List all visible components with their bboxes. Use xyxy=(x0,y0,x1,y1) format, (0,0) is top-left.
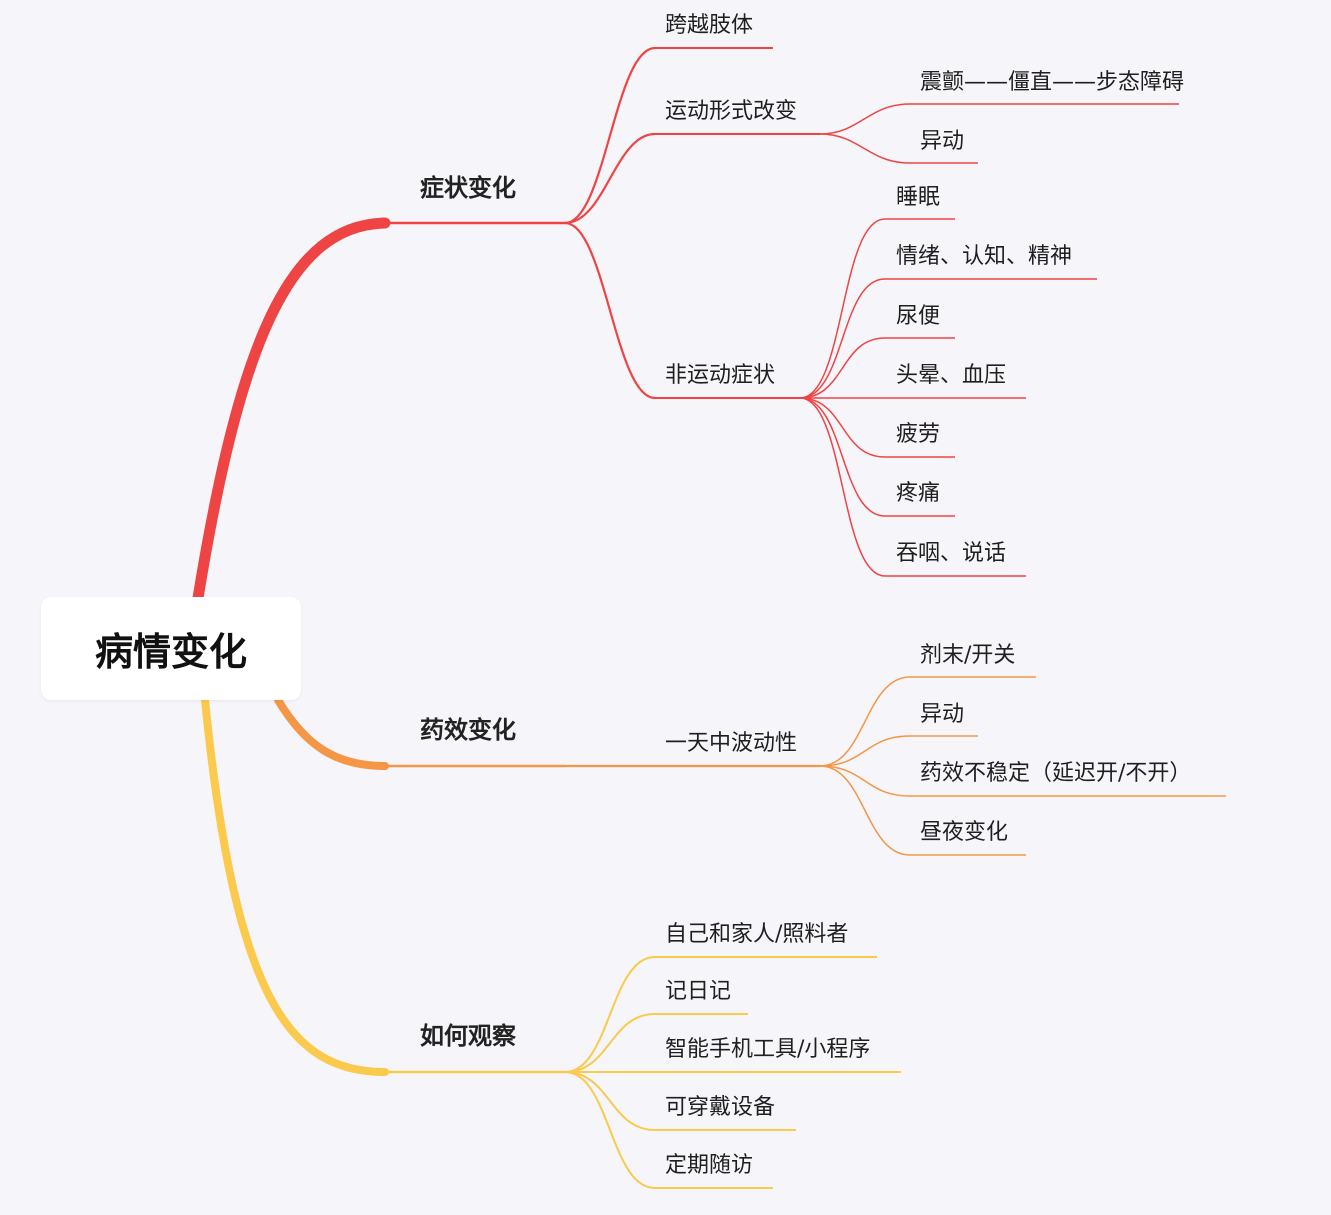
node-cross-limb[interactable]: 跨越肢体 xyxy=(665,13,754,38)
edge-wearing-off xyxy=(819,676,911,767)
edge-followup xyxy=(564,1071,656,1189)
edge-wearable xyxy=(564,1071,656,1131)
edge-unstable xyxy=(819,765,911,797)
node-diary[interactable]: 记日记 xyxy=(665,979,732,1004)
node-wearable[interactable]: 可穿戴设备 xyxy=(665,1095,776,1120)
node-followup[interactable]: 定期随访 xyxy=(665,1153,754,1178)
node-motor-change[interactable]: 运动形式改变 xyxy=(665,99,798,124)
edge-diary xyxy=(564,1013,656,1073)
edge-self-family xyxy=(564,956,656,1073)
edge-swallow xyxy=(799,397,886,577)
node-observation[interactable]: 如何观察 xyxy=(420,1022,516,1050)
edge-tremor xyxy=(819,103,911,135)
node-dizziness-bp[interactable]: 头晕、血压 xyxy=(896,363,1007,388)
node-symptoms[interactable]: 症状变化 xyxy=(420,174,516,202)
edge-cross-limb xyxy=(564,46,656,225)
branch-edge-drug-effect xyxy=(274,696,389,770)
edge-fatigue xyxy=(799,397,886,458)
node-unstable-effect[interactable]: 药效不稳定（延迟开/不开） xyxy=(920,761,1192,786)
edge-nonmotor xyxy=(564,221,656,400)
node-dyskinesia-2[interactable]: 异动 xyxy=(920,702,965,727)
node-urine-bowel[interactable]: 尿便 xyxy=(896,304,941,329)
edge-sleep xyxy=(799,218,886,399)
node-nonmotor[interactable]: 非运动症状 xyxy=(665,363,776,388)
node-tremor-rigidity-gait[interactable]: 震颤——僵直——步态障碍 xyxy=(920,70,1185,95)
node-mood-cognition[interactable]: 情绪、认知、精神 xyxy=(896,244,1073,269)
root-label: 病情变化 xyxy=(94,630,247,674)
node-sleep[interactable]: 睡眠 xyxy=(896,185,941,210)
node-dyskinesia[interactable]: 异动 xyxy=(920,129,965,154)
edge-motor-change xyxy=(564,132,656,225)
edge-dyskinesia-1 xyxy=(819,133,911,164)
branch-edge-symptoms xyxy=(192,217,391,604)
root-node[interactable]: 病情变化 xyxy=(41,597,301,700)
edge-urine xyxy=(799,337,886,399)
node-pain[interactable]: 疼痛 xyxy=(896,481,941,506)
node-day-night[interactable]: 昼夜变化 xyxy=(920,820,1009,845)
node-daily-fluctuation[interactable]: 一天中波动性 xyxy=(665,731,798,756)
edge-pain xyxy=(799,397,886,517)
branch-edge-observation xyxy=(201,696,389,1076)
edge-mood xyxy=(799,278,886,399)
node-drug-effect[interactable]: 药效变化 xyxy=(420,716,516,744)
node-self-family[interactable]: 自己和家人/照料者 xyxy=(665,922,849,947)
node-fatigue[interactable]: 疲劳 xyxy=(896,422,941,447)
edge-dyskinesia-2 xyxy=(819,735,911,767)
node-swallow-speech[interactable]: 吞咽、说话 xyxy=(896,541,1007,566)
edge-day-night xyxy=(819,765,911,856)
node-wearing-off[interactable]: 剂末/开关 xyxy=(920,643,1016,668)
node-smartphone-tool[interactable]: 智能手机工具/小程序 xyxy=(665,1037,871,1062)
